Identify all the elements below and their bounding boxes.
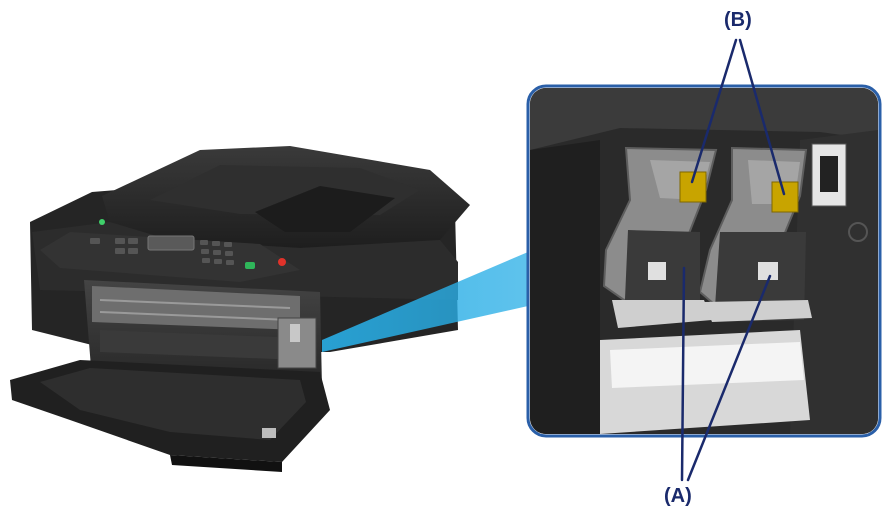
- callout-line-a-right: [686, 274, 772, 482]
- callout-lines: [680, 38, 786, 482]
- operation-panel: [40, 232, 300, 282]
- stop-button-icon: [278, 258, 286, 266]
- zoom-highlight-beam: [322, 252, 528, 352]
- power-led-icon: [99, 219, 105, 225]
- zoom-inset: [526, 84, 882, 438]
- start-button-icon: [245, 262, 255, 269]
- printer-illustration: [10, 146, 470, 472]
- ink-contact-right: [771, 181, 799, 213]
- callout-line-a-left: [680, 266, 686, 482]
- lcd-display: [147, 235, 195, 251]
- callout-line-b-left: [690, 38, 738, 184]
- callout-line-b-right: [738, 38, 786, 196]
- callout-label-b: (B): [724, 9, 752, 31]
- callout-label-a: (A): [664, 485, 692, 507]
- keypad: [90, 238, 234, 265]
